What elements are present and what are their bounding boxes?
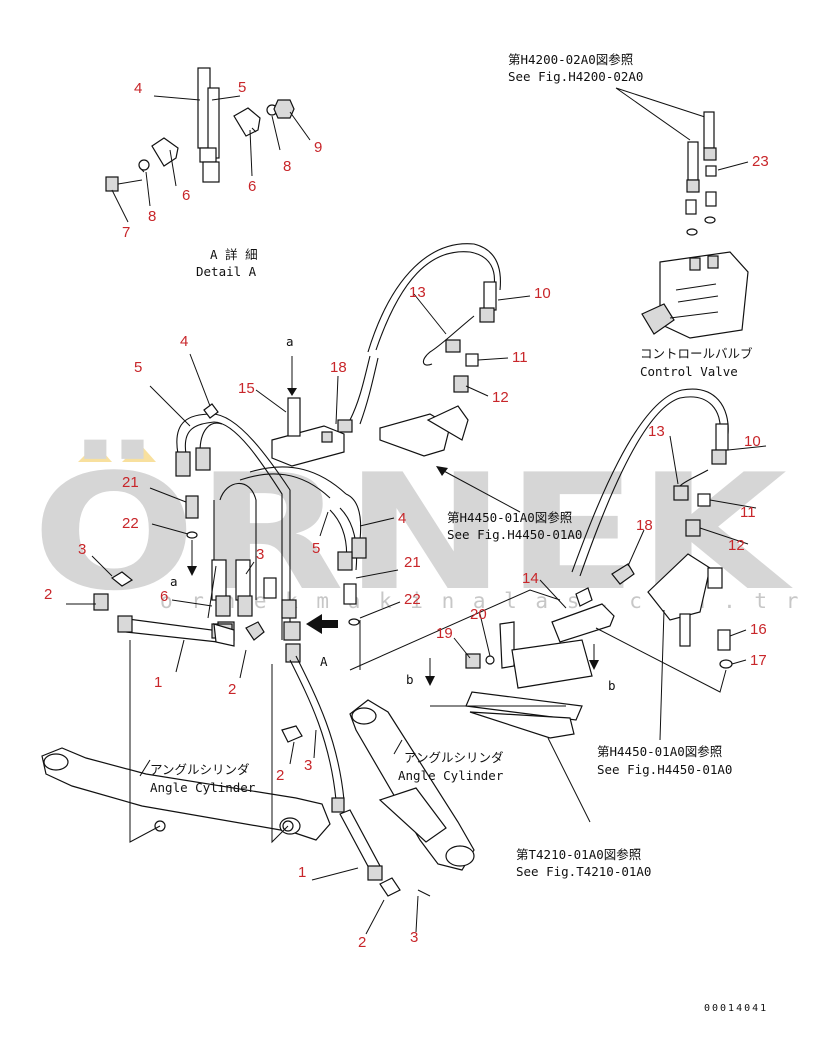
part-number: 13: [648, 423, 665, 440]
part-number: 5: [312, 540, 320, 557]
part-number: 21: [122, 474, 139, 491]
angle-cylinder-right-jp: アングルシリンダ: [404, 750, 504, 765]
reference-h4450-right-jp: 第H4450-01A0図参照: [597, 744, 722, 759]
reference-h4450-right-en: See Fig.H4450-01A0: [597, 762, 732, 777]
angle-cylinder-left-en: Angle Cylinder: [150, 780, 256, 795]
reference-h4200-jp: 第H4200-02A0図参照: [508, 52, 633, 67]
part-number: 11: [512, 349, 528, 366]
view-letter: b: [608, 678, 616, 693]
part-number: 1: [298, 864, 306, 881]
part-number: 22: [122, 515, 139, 532]
part-number: 2: [358, 934, 366, 951]
part-number: 10: [744, 433, 761, 450]
upper-middle-hose-group: 13 10 11 12 18 15 a 第H4450-01A0図参照 See F…: [238, 243, 582, 542]
part-number: 17: [750, 652, 767, 669]
right-middle-group: 13 10 11 18 12 14 20 19 16 17 b b 第H4450…: [349, 388, 767, 879]
part-number: 13: [409, 284, 426, 301]
part-number: 8: [148, 208, 156, 225]
part-number: 18: [330, 359, 347, 376]
reference-h4450-mid-jp: 第H4450-01A0図参照: [447, 510, 572, 525]
part-number: 15: [238, 380, 255, 397]
control-valve-caption-jp: コントロールバルブ: [640, 346, 753, 361]
part-number: 4: [398, 510, 406, 527]
control-valve-caption-en: Control Valve: [640, 364, 738, 379]
control-valve-group: 第H4200-02A0図参照 See Fig.H4200-02A0 23 コント…: [508, 52, 769, 379]
angle-cylinder-left-jp: アングルシリンダ: [150, 762, 250, 777]
part-number: 19: [436, 625, 453, 642]
part-number: 14: [522, 570, 539, 587]
part-number: 2: [276, 767, 284, 784]
reference-t4210-en: See Fig.T4210-01A0: [516, 864, 651, 879]
detail-a-group: 4 5 6 6 7 8 8 9 A 詳 細 Detail A: [105, 67, 322, 279]
part-number: 1: [154, 674, 162, 691]
part-number: 22: [404, 591, 421, 608]
part-number: 2: [44, 586, 52, 603]
part-number: 20: [470, 606, 487, 623]
reference-h4200-en: See Fig.H4200-02A0: [508, 69, 643, 84]
part-number: 8: [283, 158, 291, 175]
main-left-assembly: 5 4 21 22 3 2 6 3 5 4 21 22 1 2 a A: [44, 333, 421, 698]
part-number: 23: [752, 153, 769, 170]
reference-t4210-jp: 第T4210-01A0図参照: [516, 847, 641, 862]
angle-cylinder-right-en: Angle Cylinder: [398, 768, 504, 783]
detail-a-caption-jp: A 詳 細: [210, 247, 258, 262]
angle-cylinder-left-group: アングルシリンダ Angle Cylinder: [41, 640, 331, 844]
part-number: 5: [134, 359, 142, 376]
part-number: 7: [122, 224, 130, 241]
part-number: 3: [410, 929, 418, 946]
view-letter: a: [286, 334, 294, 349]
part-number: 16: [750, 621, 767, 638]
part-number: 6: [248, 178, 256, 195]
part-number: 5: [238, 79, 246, 96]
drawing-code: 00014041: [704, 1003, 768, 1014]
part-number: 9: [314, 139, 322, 156]
part-number: 3: [78, 541, 86, 558]
view-letter: a: [170, 574, 178, 589]
part-number: 6: [160, 588, 168, 605]
part-number: 4: [180, 333, 188, 350]
part-number: 12: [492, 389, 509, 406]
view-letter: A: [320, 654, 328, 669]
part-number: 10: [534, 285, 551, 302]
part-number: 18: [636, 517, 653, 534]
part-number: 2: [228, 681, 236, 698]
reference-h4450-mid-en: See Fig.H4450-01A0: [447, 527, 582, 542]
detail-a-caption-en: Detail A: [196, 264, 257, 279]
part-number: 6: [182, 187, 190, 204]
view-letter: b: [406, 672, 414, 687]
part-number: 21: [404, 554, 421, 571]
part-number: 4: [134, 80, 142, 97]
angle-cylinder-right-group: 2 3 1 2 3 アングルシリンダ Angle Cylinder: [276, 655, 504, 951]
part-number: 3: [256, 546, 264, 563]
part-number: 11: [740, 504, 756, 521]
part-number: 3: [304, 757, 312, 774]
part-number: 12: [728, 537, 745, 554]
